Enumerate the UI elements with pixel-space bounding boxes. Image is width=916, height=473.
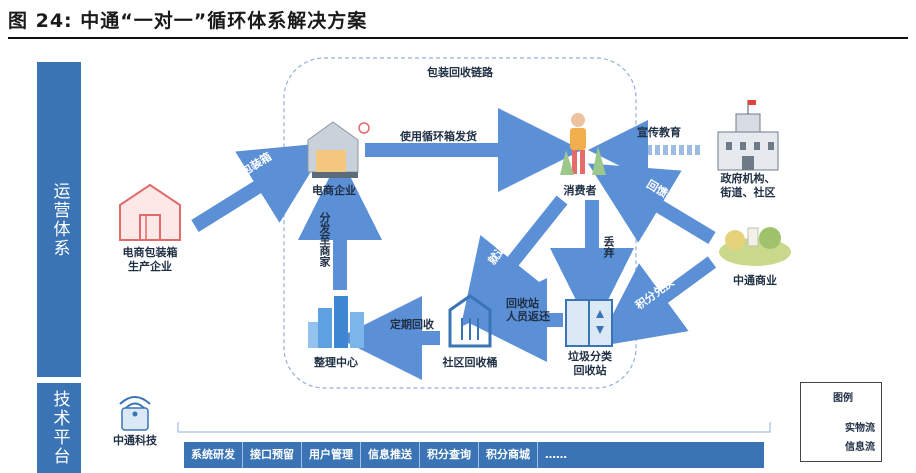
zto-tech-label: 中通科技 <box>113 434 157 447</box>
government-building-icon <box>717 100 779 171</box>
legend-info-label: 信息流 <box>845 442 875 453</box>
producer-label: 电商包装箱 生产企业 <box>122 246 178 273</box>
sorting-center-label: 整理中心 <box>314 356 358 369</box>
regular-recycle-arrow-label: 定期回收 <box>390 318 434 331</box>
legend-box: 图例 实物流 信息流 <box>800 382 882 462</box>
publicity-arrow-label: 宣传教育 <box>637 126 681 139</box>
platform-item-system-dev: 系统研发 <box>184 442 243 468</box>
figure-title: 图 24: 中通“一对一”循环体系解决方案 <box>8 10 368 32</box>
consumer-icon <box>560 113 606 175</box>
groceries-icon <box>719 227 791 266</box>
city-buildings-icon <box>308 296 364 348</box>
tech-platform-bar: 系统研发 接口预留 用户管理 信息推送 积分查询 积分商城 …… <box>184 442 764 468</box>
legend-material-label: 实物流 <box>845 423 875 434</box>
community-bin-label: 社区回收桶 <box>442 356 498 369</box>
arrow-points <box>596 256 717 347</box>
ship-arrow-label: 使用循环箱发货 <box>400 130 477 143</box>
arrow-rd <box>191 142 329 232</box>
recycle-chain-boundary <box>283 57 637 389</box>
platform-bracket <box>177 422 771 433</box>
platform-item-user-mgmt: 用户管理 <box>302 442 361 468</box>
recycle-bin-icon <box>448 294 492 348</box>
title-rule <box>8 37 908 39</box>
staff-return-arrow-label: 回收站 人员返还 <box>506 297 550 323</box>
ops-system-band: 运营体系 <box>37 62 81 377</box>
factory-icon <box>119 183 181 241</box>
legend-title: 图例 <box>833 393 853 404</box>
tech-platform-band: 技术平台 <box>37 383 81 473</box>
arrow-reward <box>588 163 716 244</box>
consumer-label: 消费者 <box>563 184 597 197</box>
chain-label: 包装回收链路 <box>427 66 493 79</box>
distribute-arrow-label: 分发至商家 <box>318 212 331 267</box>
wifi-phone-icon <box>119 396 151 431</box>
ecommerce-label: 电商企业 <box>312 184 356 197</box>
platform-item-info-push: 信息推送 <box>361 442 420 468</box>
platform-item-more: …… <box>545 448 567 461</box>
warehouse-icon <box>307 121 370 178</box>
sorting-station-label: 垃圾分类 回收站 <box>568 350 612 377</box>
sorting-station-icon <box>565 299 613 347</box>
platform-item-points-mall: 积分商城 <box>479 442 538 468</box>
platform-item-api: 接口预留 <box>243 442 302 468</box>
platform-item-points-query: 积分查询 <box>420 442 479 468</box>
discard-arrow-label: 丢弃 <box>602 236 615 258</box>
government-label: 政府机构、 街道、社区 <box>720 172 776 199</box>
zto-commerce-label: 中通商业 <box>733 274 777 287</box>
